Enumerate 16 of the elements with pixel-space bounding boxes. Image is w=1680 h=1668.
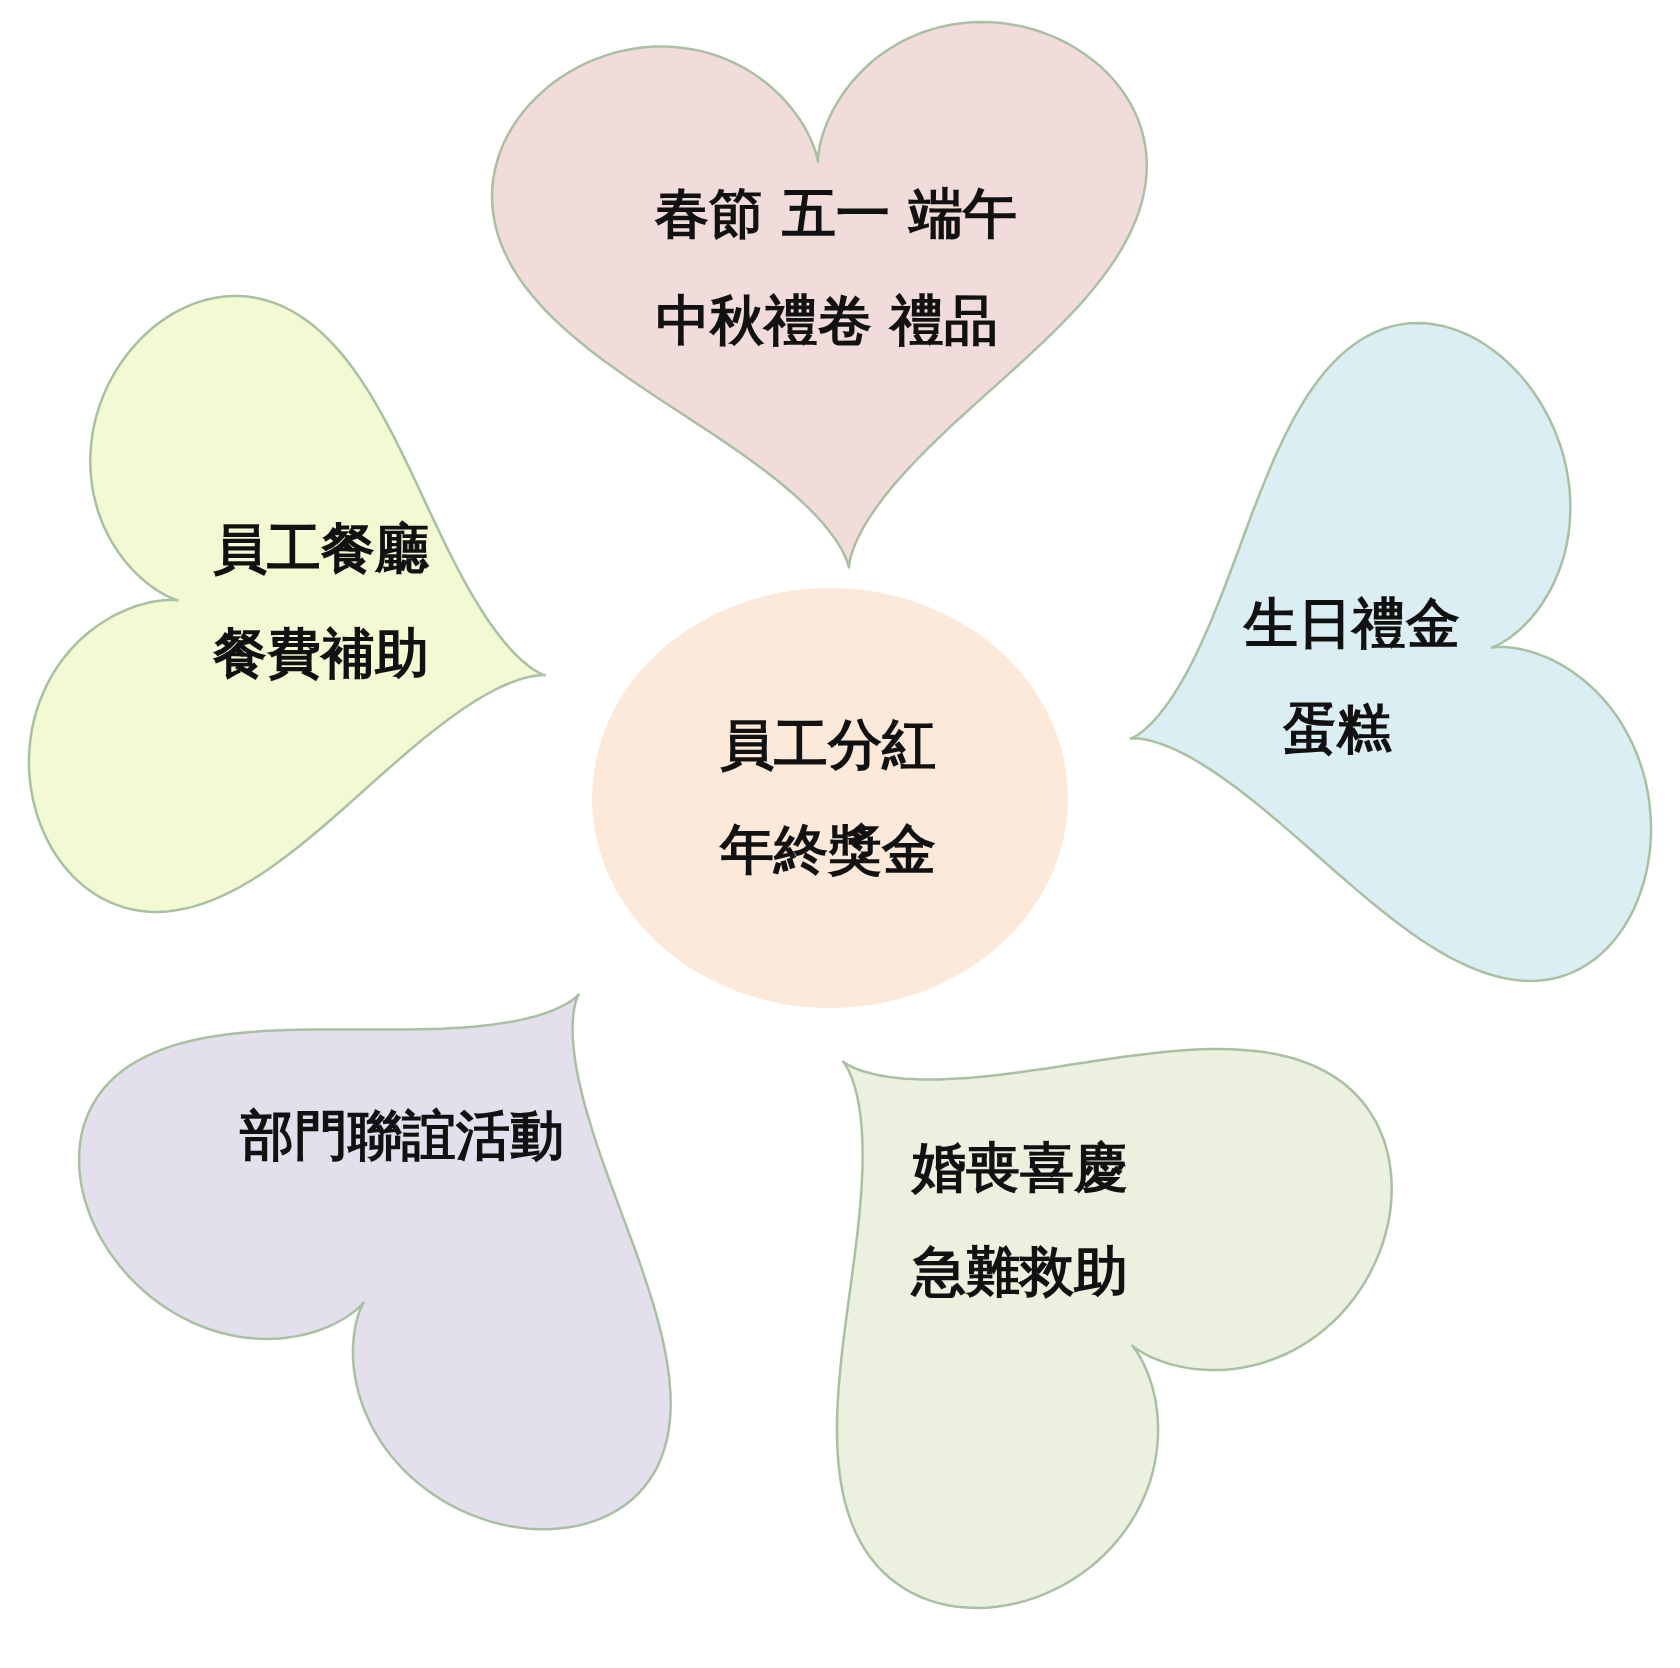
benefit-label: 餐費補助 [213,624,429,684]
heart-shape [29,295,546,912]
benefit-label: 生日禮金 [1244,594,1460,654]
benefit-label: 員工分紅 [720,715,936,775]
heart-shape [1130,323,1651,982]
heart-shape [837,1048,1393,1608]
benefit-label: 婚喪喜慶 [912,1138,1128,1198]
benefit-label: 部門聯誼活動 [240,1106,564,1166]
benefit-label: 春節 五一 端午 [655,184,1017,244]
benefit-label: 員工餐廳 [213,519,429,579]
benefit-label: 中秋禮卷 禮品 [655,291,999,351]
heart-shape [79,994,671,1530]
heart-shape [492,22,1147,569]
benefit-label: 急難救助 [912,1242,1128,1302]
benefit-label: 蛋糕 [1283,699,1391,759]
benefit-label: 年終獎金 [720,820,936,880]
